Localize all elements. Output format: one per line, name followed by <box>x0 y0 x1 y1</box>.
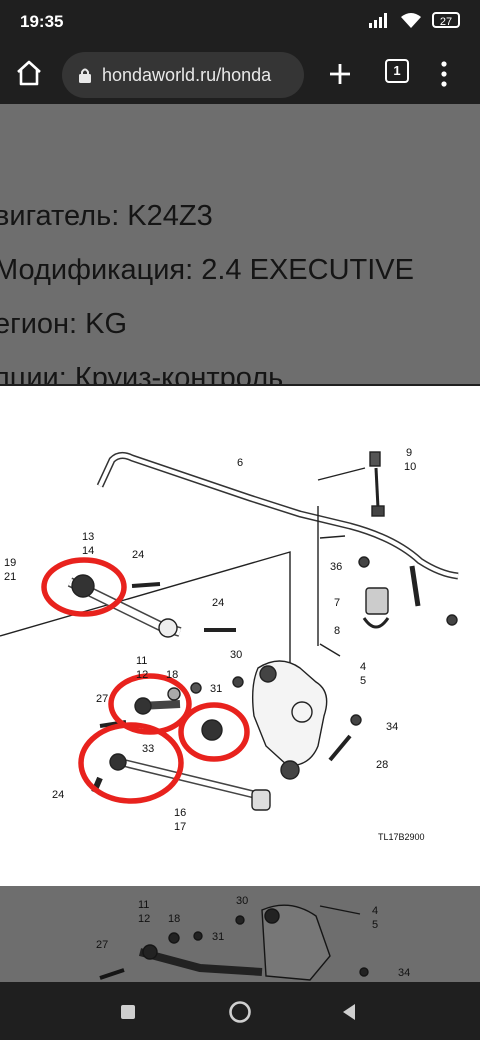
callout-11: 11 <box>136 655 147 667</box>
highlight-circle-3 <box>178 702 250 762</box>
spec-modification: Модификация: 2.4 EXECUTIVE <box>0 254 414 286</box>
more-options-icon[interactable] <box>436 59 452 89</box>
callout-36: 36 <box>330 561 342 573</box>
home-nav-icon[interactable] <box>228 1000 252 1024</box>
callout-24a: 24 <box>132 549 144 561</box>
callout-30: 30 <box>230 649 242 661</box>
callout-17: 17 <box>174 821 186 833</box>
bottom-callout-4: 4 <box>372 905 378 917</box>
highlight-circle-4 <box>78 722 184 804</box>
callout-34: 34 <box>386 721 398 733</box>
bottom-callout-18: 18 <box>168 913 180 925</box>
new-tab-icon[interactable] <box>324 58 356 90</box>
browser-toolbar: hondaworld.ru/honda 1 <box>0 44 480 100</box>
address-bar[interactable]: hondaworld.ru/honda <box>62 52 304 98</box>
callout-10: 10 <box>404 461 416 473</box>
callout-8: 8 <box>334 625 340 637</box>
page-content-dimmed: вигатель: K24Z3 Модификация: 2.4 EXECUTI… <box>0 104 480 384</box>
callout-21: 21 <box>4 571 16 583</box>
callout-6: 6 <box>237 457 243 469</box>
spec-options: пции: Круиз-контроль <box>0 362 284 384</box>
callout-28: 28 <box>376 759 388 771</box>
callout-33: 33 <box>142 743 154 755</box>
callout-24b: 24 <box>212 597 224 609</box>
callout-27: 27 <box>96 693 108 705</box>
highlight-circle-1 <box>41 557 127 617</box>
bottom-callout-11: 11 <box>138 899 149 911</box>
callout-31: 31 <box>210 683 222 695</box>
callout-19: 19 <box>4 557 16 569</box>
recents-icon[interactable] <box>120 1004 136 1020</box>
callout-16: 16 <box>174 807 186 819</box>
callout-5: 5 <box>360 675 366 687</box>
diagram-drawing: 6 9 10 13 14 19 21 24 24 24 36 7 8 30 4 … <box>0 447 459 842</box>
url-text: hondaworld.ru/honda <box>102 65 272 85</box>
suspension-diagram-image[interactable]: 6 9 10 13 14 19 21 24 24 24 36 7 8 30 4 … <box>0 386 480 886</box>
callout-9: 9 <box>406 447 412 459</box>
status-bar: 19:35 27 <box>0 0 480 44</box>
bottom-callout-27: 27 <box>96 939 108 951</box>
callout-14: 14 <box>82 545 94 557</box>
bottom-callout-12: 12 <box>138 913 150 925</box>
spec-region: егион: KG <box>0 308 128 340</box>
diagram-duplicate: 11 12 18 30 31 4 5 27 34 <box>96 895 410 981</box>
bottom-callout-31: 31 <box>212 931 224 943</box>
callout-4: 4 <box>360 661 366 673</box>
spec-engine: вигатель: K24Z3 <box>0 200 213 232</box>
callout-12: 12 <box>136 669 148 681</box>
battery-icon: 27 <box>432 12 460 28</box>
diagram-code: TL17B2900 <box>378 832 425 842</box>
callout-7: 7 <box>334 597 340 609</box>
status-icons: 27 <box>368 12 460 28</box>
home-icon[interactable] <box>12 56 46 90</box>
bottom-callout-34: 34 <box>398 967 410 979</box>
system-navigation-bar <box>0 982 480 1040</box>
bottom-callout-30: 30 <box>236 895 248 907</box>
tab-switcher-button[interactable]: 1 <box>385 59 409 83</box>
wifi-icon <box>401 13 421 28</box>
callout-18: 18 <box>166 669 178 681</box>
lock-icon <box>79 68 91 83</box>
signal-icon <box>369 13 387 28</box>
page-content-dimmed-bottom: 11 12 18 30 31 4 5 27 34 <box>0 886 480 982</box>
highlight-circle-2 <box>108 673 192 735</box>
clock: 19:35 <box>20 12 64 31</box>
callout-24c: 24 <box>52 789 64 801</box>
bottom-callout-5: 5 <box>372 919 378 931</box>
callout-13: 13 <box>82 531 94 543</box>
back-icon[interactable] <box>341 1003 357 1021</box>
